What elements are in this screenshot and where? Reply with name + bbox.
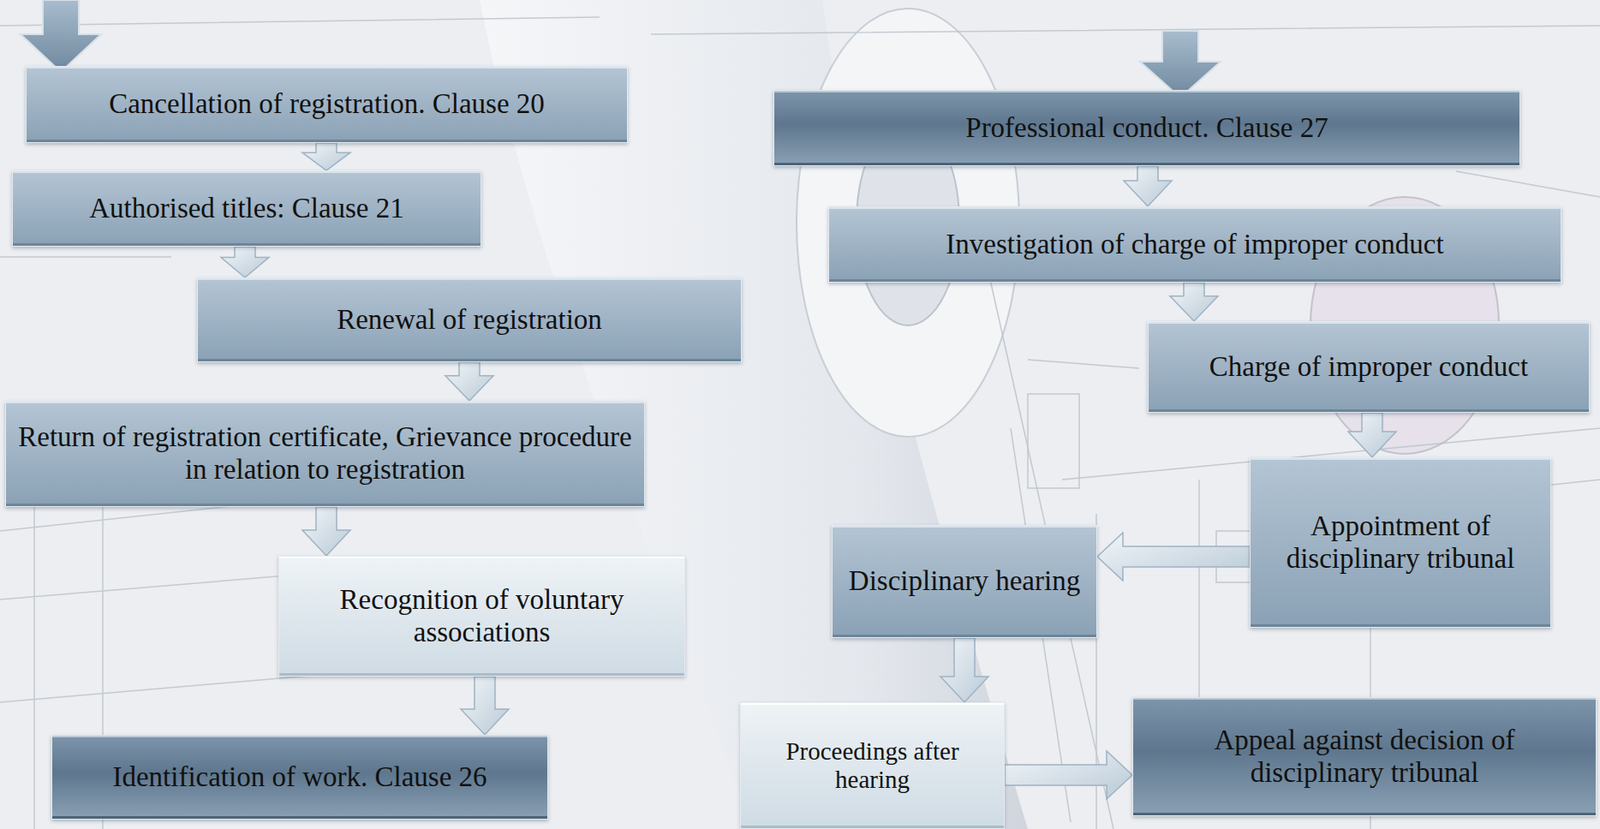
flow-arrow (1097, 532, 1250, 581)
process-box: Investigation of charge of improper cond… (828, 206, 1562, 283)
box-label: Disciplinary hearing (836, 561, 1093, 602)
flow-arrow (1170, 282, 1218, 322)
process-box: Cancellation of registration. Clause 20 (25, 65, 628, 144)
process-box: Identification of work. Clause 26 (51, 734, 549, 820)
process-box: Proceedings after hearing (740, 702, 1005, 829)
flow-arrow (940, 638, 989, 703)
flow-arrow (445, 362, 494, 401)
box-label: Authorised titles: Clause 21 (77, 189, 417, 229)
box-label: Professional conduct. Clause 27 (953, 108, 1340, 149)
process-box: Return of registration certificate, Grie… (5, 400, 645, 508)
flow-arrow (1348, 412, 1397, 458)
process-box: Recognition of voluntary associations (278, 555, 686, 677)
box-label: Renewal of registration (324, 300, 615, 341)
flow-arrow (1123, 166, 1172, 207)
process-box: Charge of improper conduct (1147, 321, 1590, 413)
flow-arrow (1004, 751, 1133, 800)
box-label: Recognition of voluntary associations (279, 580, 685, 652)
flow-arrow (302, 143, 351, 171)
process-box: Appointment of disciplinary tribunal (1249, 457, 1552, 628)
flow-arrow (220, 246, 269, 278)
box-label: Charge of improper conduct (1197, 347, 1541, 388)
box-label: Appointment of disciplinary tribunal (1250, 507, 1551, 579)
box-label: Cancellation of registration. Clause 20 (96, 84, 557, 125)
flow-arrow (460, 676, 509, 735)
box-label: Appeal against decision of disciplinary … (1133, 721, 1596, 793)
process-box: Professional conduct. Clause 27 (773, 89, 1521, 167)
process-box: Renewal of registration (197, 277, 742, 363)
box-label: Identification of work. Clause 26 (100, 758, 499, 798)
process-box: Authorised titles: Clause 21 (11, 170, 482, 247)
box-label: Return of registration certificate, Grie… (5, 417, 645, 490)
flow-arrow (302, 507, 351, 556)
process-box: Appeal against decision of disciplinary … (1132, 697, 1597, 817)
entry-arrow (1140, 30, 1221, 98)
process-box: Disciplinary hearing (831, 525, 1098, 639)
box-label: Investigation of charge of improper cond… (933, 225, 1456, 265)
entry-arrow (20, 0, 102, 72)
box-label: Proceedings after hearing (740, 734, 1004, 798)
